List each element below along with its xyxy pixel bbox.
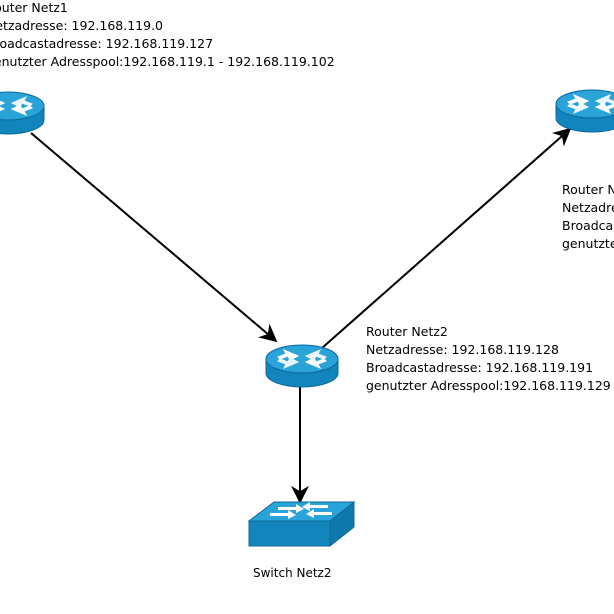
router-netz3-line-1: Netzadresse: 192.168.119.192: [562, 200, 614, 215]
router-netz1-line-1: Netzadresse: 192.168.119.0: [0, 18, 163, 33]
router-netz2-line-1: Netzadresse: 192.168.119.128: [366, 342, 559, 357]
router-netz3-line-3: genutzter Adresspool:192.168.119.193 - 1…: [562, 236, 614, 251]
router-netz3-line-0: Router Netz3: [562, 182, 614, 197]
router-netz2-line-2: Broadcastadresse: 192.168.119.191: [366, 360, 593, 375]
router-netz1-icon[interactable]: [0, 91, 45, 135]
router-netz3-icon[interactable]: [555, 89, 614, 133]
router-netz2-line-3: genutzter Adresspool:192.168.119.129 - 1…: [366, 378, 614, 393]
link-router2-router3: [321, 127, 572, 349]
router-netz1-line-2: Broadcastadresse: 192.168.119.127: [0, 36, 213, 51]
router-netz3-label: Router Netz3 Netzadresse: 192.168.119.19…: [562, 182, 614, 251]
router-netz2-label: Router Netz2 Netzadresse: 192.168.119.12…: [366, 324, 614, 393]
router-netz2-icon[interactable]: [265, 344, 339, 388]
router-netz1-line-3: genutzter Adresspool:192.168.119.1 - 192…: [0, 54, 335, 69]
router-netz1-line-0: Router Netz1: [0, 0, 68, 15]
router-netz1-label: Router Netz1 Netzadresse: 192.168.119.0 …: [0, 0, 335, 69]
link-router1-router2: [30, 132, 278, 343]
router-netz2-line-0: Router Netz2: [366, 324, 448, 339]
switch-netz2-label: Switch Netz2: [253, 566, 332, 580]
switch-netz2-icon[interactable]: [248, 501, 355, 547]
router-netz3-line-2: Broadcastadresse: 192.168.119.255: [562, 218, 614, 233]
